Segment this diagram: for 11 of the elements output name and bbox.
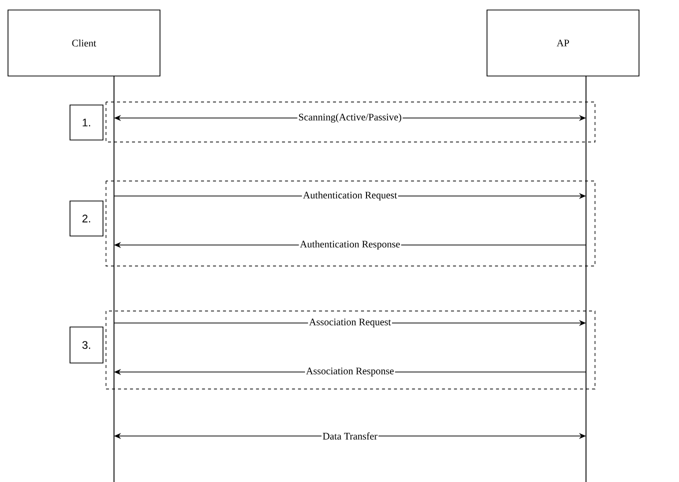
edge-label: Scanning(Active/Passive) [297,112,403,124]
step-number-box: 1. [70,104,104,140]
edge-label: Association Response [304,366,396,378]
edge-label: Authentication Response [298,239,402,251]
edge-label: Association Request [308,318,392,328]
participant-box: AP [486,10,640,76]
edge-label: Authentication Request [302,190,398,202]
step-number-box: 2. [70,200,104,236]
edge-label: Data Transfer [322,431,378,441]
participant-box: Client [8,10,160,76]
step-number-box: 3. [70,326,104,364]
